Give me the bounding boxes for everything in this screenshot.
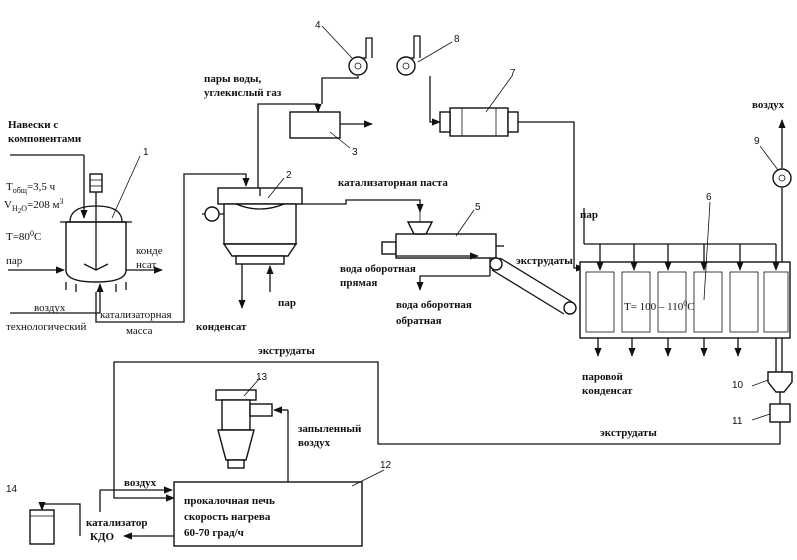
label-dusty-air-1: запыленный [298, 423, 362, 435]
equipment-number-1: 1 [143, 147, 149, 158]
paste-line [302, 199, 424, 213]
label-kiln-1: прокалочная печь [184, 495, 275, 507]
equipment-number-12: 12 [380, 460, 392, 471]
label-condensate-mid: конденсат [196, 321, 247, 333]
kneader-2 [202, 187, 303, 265]
label-extrudates-belt: экструдаты [516, 255, 573, 267]
fan-8 [396, 35, 421, 76]
label-kiln-3: 60-70 град/ч [184, 527, 244, 539]
label-vapour-1: пары воды, [204, 73, 261, 85]
calcination-kiln-12 [173, 481, 363, 547]
equipment-number-13: 13 [256, 372, 268, 383]
leader-8 [417, 41, 453, 63]
cyclone-13 [215, 389, 273, 469]
fan-9 [772, 168, 792, 188]
dryer-6 [579, 261, 791, 339]
label-water-return-2: обратная [396, 315, 442, 327]
leader-12 [351, 469, 385, 487]
leader-7 [485, 75, 513, 113]
label-steam-mid: пар [278, 297, 296, 309]
label-air-top: воздух [752, 99, 785, 111]
conveyor-belt [489, 257, 577, 315]
equipment-number-3: 3 [352, 147, 358, 158]
extrudates-to-kiln [113, 361, 781, 502]
vapour-line [257, 103, 322, 188]
hopper-10 [767, 371, 793, 393]
leader-2 [267, 177, 285, 199]
leader-9 [759, 145, 779, 171]
label-air-bottom: воздух [124, 477, 157, 489]
equipment-number-14: 14 [6, 484, 18, 495]
equipment-number-2: 2 [286, 170, 292, 181]
label-extrudates-low: экструдаты [600, 427, 657, 439]
reactor-1 [60, 173, 132, 292]
equipment-number-6: 6 [706, 192, 712, 203]
catalyst-to-container [38, 501, 81, 536]
equipment-number-8: 8 [454, 34, 460, 45]
leader-1 [111, 155, 141, 219]
label-t-total: Тобщ=3,5 ч [6, 181, 56, 195]
equipment-number-5: 5 [475, 202, 481, 213]
leader-13 [243, 377, 261, 397]
fan-8-to-heater [429, 76, 441, 126]
label-steam-left: пар [6, 255, 23, 267]
label-naveski-2: компонентами [8, 133, 82, 145]
label-condensate-left-2: нсат [136, 259, 157, 271]
label-dusty-air-2: воздух [298, 437, 331, 449]
label-steam-right: пар [580, 209, 598, 221]
label-catalyst-kdo-2: КДО [90, 531, 115, 543]
label-air-tech-2: технологический [6, 321, 86, 333]
label-air-tech-1: воздух [34, 302, 66, 314]
label-v-water: VH2O=208 м3 [4, 197, 63, 215]
fan-4-link [321, 76, 359, 104]
label-t80: T=800C [6, 229, 41, 243]
catalyst-mass-line [95, 173, 250, 323]
leader-4 [321, 25, 353, 59]
feeder-11 [769, 403, 791, 423]
label-kiln-2: скорость нагрева [184, 511, 271, 523]
label-extrudates-mid: экструдаты [258, 345, 315, 357]
leader-11 [751, 413, 771, 421]
heater-7 [439, 107, 519, 137]
extruder-5 [381, 212, 504, 276]
equipment-number-4: 4 [315, 20, 321, 31]
label-catalyst-kdo-1: катализатор [86, 517, 148, 529]
label-steam-condensate-2: конденсат [582, 385, 633, 397]
label-vapour-2: углекислый газ [204, 87, 282, 99]
label-dryer-temp: T= 100 – 1100C [624, 299, 695, 313]
fan-4 [348, 37, 373, 76]
label-paste: катализаторная паста [338, 177, 448, 189]
equipment-number-7: 7 [510, 68, 516, 79]
label-catalyst-mass-2: масса [126, 325, 153, 337]
container-14 [29, 509, 55, 545]
leader-10 [751, 379, 769, 387]
leader-5 [455, 209, 475, 237]
equipment-number-11: 11 [732, 416, 743, 427]
leader-3 [329, 131, 351, 149]
equipment-number-9: 9 [754, 136, 760, 147]
equipment-number-10: 10 [732, 380, 744, 391]
label-water-return-1: вода оборотная [396, 299, 472, 311]
label-water-direct-2: прямая [340, 277, 377, 289]
hot-air-line [518, 121, 585, 272]
label-condensate-left-1: конде [136, 245, 163, 257]
label-catalyst-mass-1: катализаторная [100, 309, 172, 321]
label-steam-condensate-1: паровой [582, 371, 624, 383]
label-naveski-1: Навески с [8, 119, 58, 131]
label-water-direct-1: вода оборотная [340, 263, 416, 275]
water-return [416, 275, 490, 291]
leader-6 [703, 201, 711, 301]
